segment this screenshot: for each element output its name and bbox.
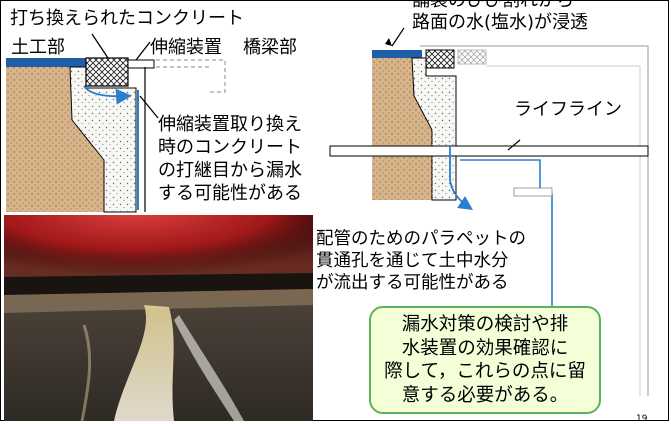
expansion-device-block [85,57,129,87]
leak-photo-image [4,215,313,421]
callout-box: 漏水対策の検討や排 水装置の効果確認に 際して，これらの点に留 意する必要がある… [369,306,601,414]
pavement-crack-note: 舗装のひび割れから 路面の水(塩水)が浸透 [412,0,589,33]
leader-expansion-device [135,41,151,61]
right-section-diagram [329,27,649,396]
leader-lifeline [507,139,521,151]
soil-block-right [372,58,432,200]
label-expansion-device: 伸縮装置 [150,37,222,58]
leak-arrow-right [449,146,473,210]
expansion-plate [127,59,155,69]
label-earthwork: 土工部 [11,37,65,58]
leader-crack [391,27,405,47]
leak-arrow-left [83,85,132,105]
label-bridge-section: 橋梁部 [243,37,297,58]
parapet-hole-note: 配管のためのパラペットの 貫通孔を通じて土中水分 が流出する可能性がある [316,229,526,293]
soil-block [6,67,104,212]
callout-text: 漏水対策の検討や排 水装置の効果確認に 際して，これらの点に留 意する必要がある… [384,314,586,406]
joint-leak-note: 伸縮装置取り換え 時のコンクリート の打継目から漏水 する可能性がある [158,114,302,204]
left-section-diagram [6,33,226,213]
bridge-deck-outline [156,59,226,93]
pavement-strip [6,58,86,67]
leader-replaced-concrete [91,33,109,59]
leak-photo [4,215,313,421]
leader-joint-note [139,95,159,119]
label-replaced-concrete: 打ち換えられたコンクリート [10,8,244,29]
deck-outline [420,45,649,396]
label-lifeline: ライフライン [514,99,622,120]
lifeline-pipe [329,145,649,157]
page-number: 19 [636,414,648,424]
pavement-strip-right [372,50,422,58]
expansion-device-right [425,49,455,69]
